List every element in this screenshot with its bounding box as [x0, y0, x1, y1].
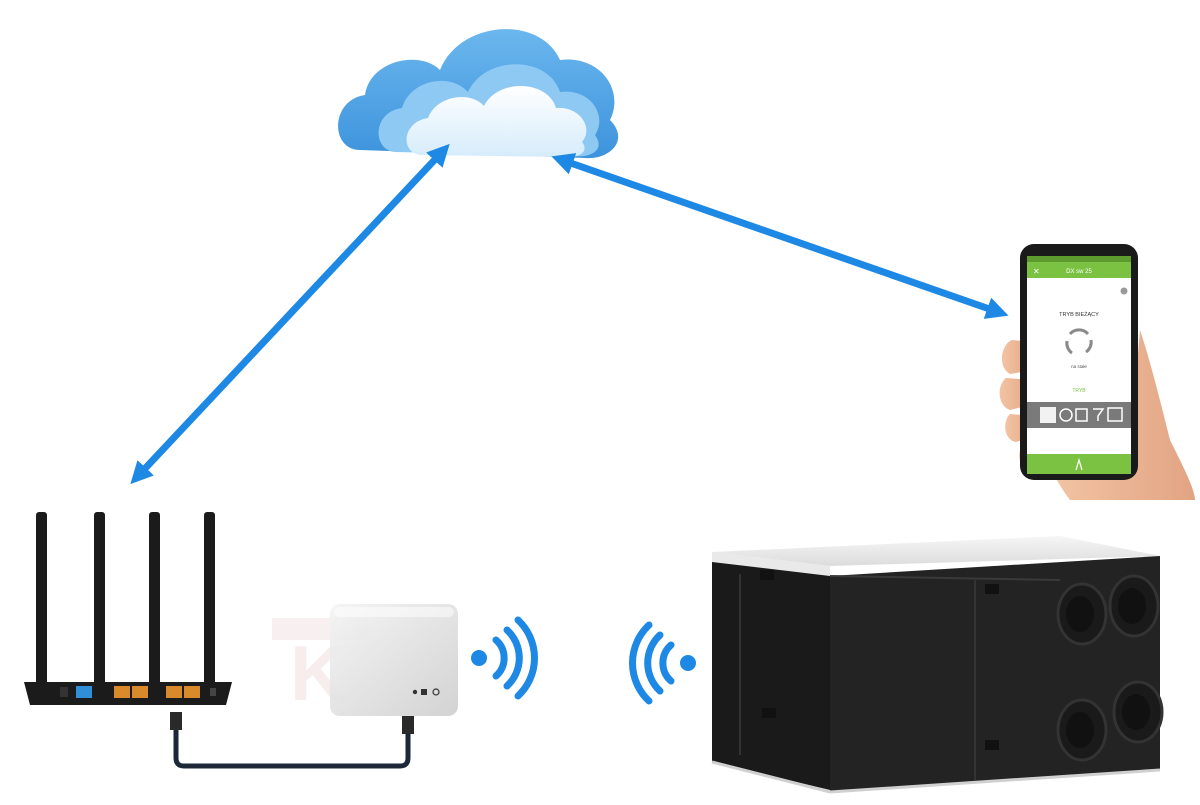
mode-spinner-icon — [1065, 328, 1093, 355]
arrow-cloud-router — [130, 143, 450, 485]
wifi-signal-icon — [471, 616, 538, 700]
info-icon — [1120, 287, 1128, 295]
phone-close-icon: ✕ — [1033, 267, 1040, 276]
mode-status: na stałe — [1071, 364, 1087, 369]
leaf-icon — [1075, 457, 1083, 471]
wifi-signal-icon — [629, 621, 696, 705]
cable-plug — [170, 712, 182, 730]
mode-title: TRYB BIEŻĄCY — [1059, 311, 1099, 318]
cable-plug — [402, 716, 414, 734]
router-icon — [24, 512, 232, 705]
smartphone-icon: ✕ DX sw 25 TRYB BIEŻĄCY na stałe TRYB — [1020, 244, 1138, 480]
clock-icon[interactable] — [1059, 408, 1073, 422]
ethernet-cable — [173, 728, 411, 769]
cloud-icon — [338, 29, 619, 159]
phone-footer — [1027, 454, 1131, 474]
timer-icon[interactable] — [1107, 407, 1123, 422]
arrow-cloud-phone — [551, 153, 1009, 319]
mode-link[interactable]: TRYB — [1072, 388, 1086, 394]
wifi-module-icon — [330, 604, 458, 716]
suitcase-icon[interactable] — [1075, 408, 1088, 422]
ventilation-unit-icon — [711, 536, 1164, 794]
party-icon[interactable] — [1093, 408, 1105, 421]
auto-mode-icon[interactable] — [1040, 407, 1056, 423]
phone-header-title: DX sw 25 — [1066, 269, 1092, 275]
